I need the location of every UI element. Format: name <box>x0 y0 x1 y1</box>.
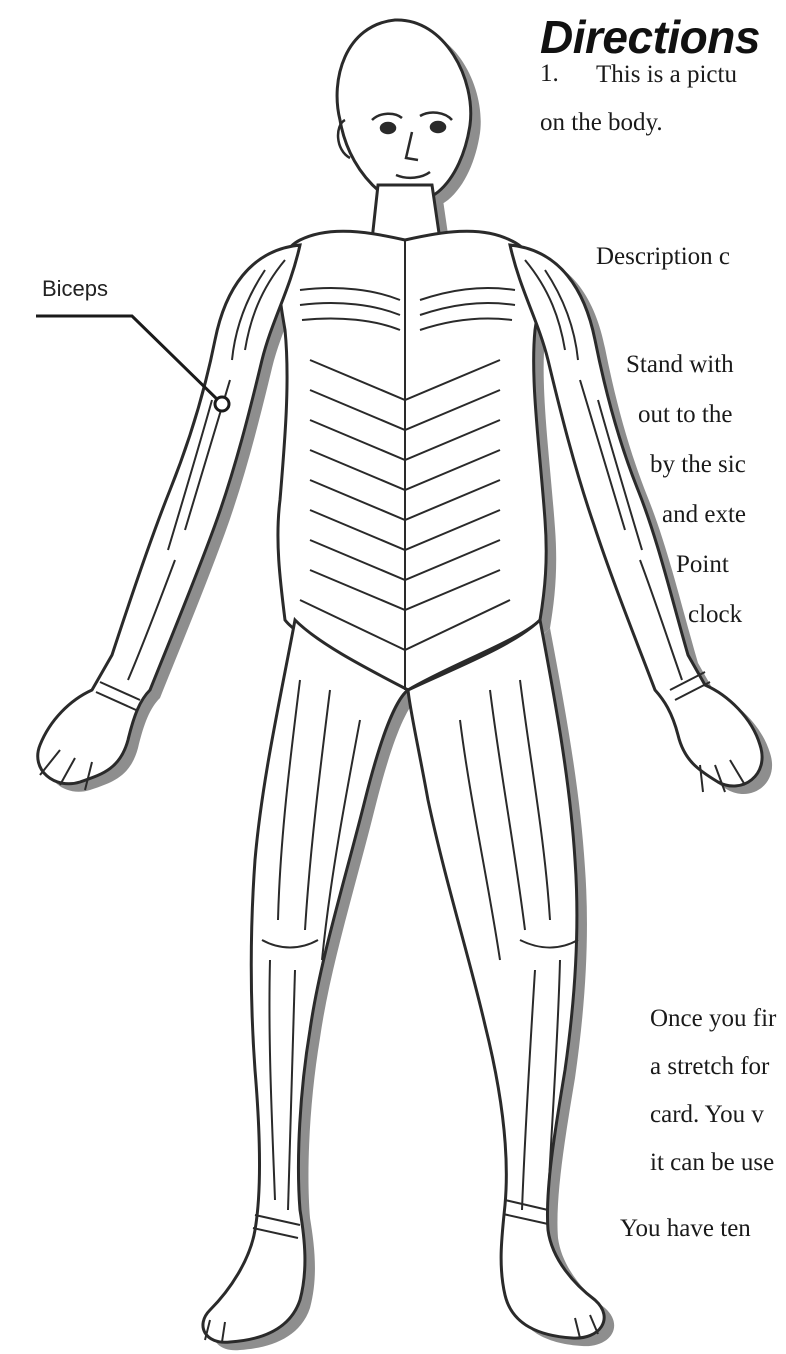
once-line-1: Once you fir <box>650 1000 776 1038</box>
once-line-4: it can be use <box>650 1144 774 1182</box>
ten-line: You have ten <box>620 1210 751 1248</box>
stretch-line-3: by the sic <box>650 446 746 484</box>
stretch-line-5: Point <box>676 546 729 584</box>
once-line-2: a stretch for <box>650 1048 769 1086</box>
stretch-line-1: Stand with <box>626 346 734 384</box>
stretch-line-2: out to the <box>638 396 732 434</box>
stretch-line-6: clock <box>688 596 742 634</box>
stretch-line-4: and exte <box>662 496 746 534</box>
once-line-3: card. You v <box>650 1096 764 1134</box>
